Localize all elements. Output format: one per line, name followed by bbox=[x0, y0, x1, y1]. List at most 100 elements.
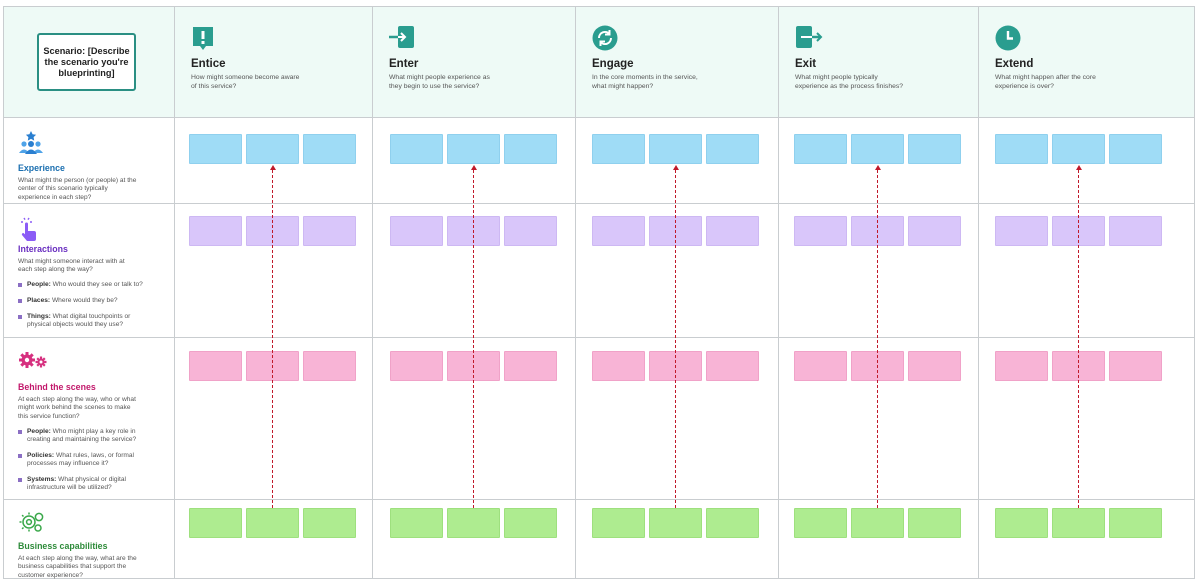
bullet-item: People: Who might play a key role in cre… bbox=[18, 428, 148, 445]
capability-card[interactable] bbox=[706, 508, 759, 538]
behind-scenes-card[interactable] bbox=[794, 351, 847, 381]
behind-scenes-card[interactable] bbox=[995, 351, 1048, 381]
lane-interactions: Interactions What might someone interact… bbox=[4, 204, 172, 337]
stage-title: Engage bbox=[592, 58, 634, 70]
stage-description: What might happen after the core experie… bbox=[995, 74, 1096, 90]
arrow-head bbox=[874, 165, 881, 170]
experience-card[interactable] bbox=[851, 134, 904, 164]
interaction-card[interactable] bbox=[908, 216, 961, 246]
experience-card[interactable] bbox=[592, 134, 645, 164]
capability-card[interactable] bbox=[246, 508, 299, 538]
dependency-arrow bbox=[1078, 170, 1079, 508]
row-divider bbox=[4, 203, 1194, 204]
experience-card[interactable] bbox=[246, 134, 299, 164]
row-divider bbox=[4, 499, 1194, 500]
capability-card[interactable] bbox=[851, 508, 904, 538]
experience-card[interactable] bbox=[1052, 134, 1105, 164]
capabilities-icon bbox=[18, 510, 46, 539]
stage-exit: Exit What might people typically experie… bbox=[780, 7, 977, 117]
stage-engage: Engage In the core moments in the servic… bbox=[577, 7, 777, 117]
capability-card[interactable] bbox=[592, 508, 645, 538]
interaction-card[interactable] bbox=[504, 216, 557, 246]
bullet-item: Things: What digital touchpoints or phys… bbox=[18, 313, 143, 330]
exclamation-icon bbox=[191, 25, 215, 50]
refresh-icon bbox=[592, 25, 618, 51]
capability-card[interactable] bbox=[794, 508, 847, 538]
behind-scenes-card[interactable] bbox=[390, 351, 443, 381]
arrow-head bbox=[269, 165, 276, 170]
header-row bbox=[4, 7, 1194, 118]
stage-enter: Enter What might people experience as th… bbox=[374, 7, 574, 117]
experience-card[interactable] bbox=[794, 134, 847, 164]
exit-icon bbox=[795, 25, 823, 49]
capability-card[interactable] bbox=[390, 508, 443, 538]
experience-card[interactable] bbox=[995, 134, 1048, 164]
experience-card[interactable] bbox=[908, 134, 961, 164]
lane-business-capabilities: Business capabilities At each step along… bbox=[4, 500, 172, 579]
gears-icon bbox=[18, 351, 48, 376]
tap-hand-icon bbox=[18, 216, 40, 247]
interaction-card[interactable] bbox=[592, 216, 645, 246]
stage-description: What might people experience as they beg… bbox=[389, 74, 490, 90]
column-divider bbox=[978, 7, 979, 578]
interaction-card[interactable] bbox=[995, 216, 1048, 246]
lane-experience: Experience What might the person (or peo… bbox=[4, 119, 172, 203]
column-divider bbox=[575, 7, 576, 578]
interaction-card[interactable] bbox=[303, 216, 356, 246]
capability-card[interactable] bbox=[908, 508, 961, 538]
capability-card[interactable] bbox=[1109, 508, 1162, 538]
capability-card[interactable] bbox=[504, 508, 557, 538]
experience-card[interactable] bbox=[649, 134, 702, 164]
interaction-card[interactable] bbox=[189, 216, 242, 246]
capability-card[interactable] bbox=[189, 508, 242, 538]
bullet-item: People: Who would they see or talk to? bbox=[18, 281, 148, 289]
bullet-item: Systems: What physical or digital infras… bbox=[18, 476, 143, 493]
column-divider bbox=[778, 7, 779, 578]
behind-scenes-card[interactable] bbox=[189, 351, 242, 381]
behind-scenes-card[interactable] bbox=[706, 351, 759, 381]
capability-card[interactable] bbox=[303, 508, 356, 538]
people-star-icon bbox=[18, 131, 44, 160]
lane-description: At each step along the way, who or what … bbox=[18, 396, 136, 420]
column-divider bbox=[174, 7, 175, 578]
interaction-card[interactable] bbox=[794, 216, 847, 246]
behind-scenes-card[interactable] bbox=[1109, 351, 1162, 381]
stage-entice: Entice How might someone become aware of… bbox=[176, 7, 372, 117]
bullet-item: Policies: What rules, laws, or formal pr… bbox=[18, 452, 148, 469]
stage-extend: Extend What might happen after the core … bbox=[980, 7, 1194, 117]
lane-title: Interactions bbox=[18, 244, 68, 254]
behind-scenes-card[interactable] bbox=[908, 351, 961, 381]
experience-card[interactable] bbox=[303, 134, 356, 164]
stage-description: In the core moments in the service, what… bbox=[592, 74, 698, 90]
experience-card[interactable] bbox=[504, 134, 557, 164]
lane-title: Behind the scenes bbox=[18, 382, 96, 392]
experience-card[interactable] bbox=[390, 134, 443, 164]
dependency-arrow bbox=[473, 170, 474, 508]
arrow-head bbox=[672, 165, 679, 170]
stage-description: What might people typically experience a… bbox=[795, 74, 904, 90]
stage-title: Exit bbox=[795, 58, 817, 70]
blueprint-grid: Scenario: [Describe the scenario you're … bbox=[3, 6, 1195, 579]
stage-description: How might someone become aware of this s… bbox=[191, 74, 300, 90]
interaction-card[interactable] bbox=[1109, 216, 1162, 246]
behind-scenes-card[interactable] bbox=[592, 351, 645, 381]
lane-description: What might the person (or people) at the… bbox=[18, 177, 137, 201]
arrow-head bbox=[1075, 165, 1082, 170]
capability-card[interactable] bbox=[995, 508, 1048, 538]
experience-card[interactable] bbox=[1109, 134, 1162, 164]
scenario-box[interactable]: Scenario: [Describe the scenario you're … bbox=[37, 33, 136, 91]
scenario-label: Scenario: [Describe the scenario you're … bbox=[43, 45, 130, 78]
behind-scenes-card[interactable] bbox=[303, 351, 356, 381]
arrow-head bbox=[470, 165, 477, 170]
capability-card[interactable] bbox=[447, 508, 500, 538]
column-divider bbox=[372, 7, 373, 578]
experience-card[interactable] bbox=[447, 134, 500, 164]
capability-card[interactable] bbox=[649, 508, 702, 538]
experience-card[interactable] bbox=[189, 134, 242, 164]
capability-card[interactable] bbox=[1052, 508, 1105, 538]
behind-scenes-card[interactable] bbox=[504, 351, 557, 381]
interaction-card[interactable] bbox=[390, 216, 443, 246]
interaction-card[interactable] bbox=[706, 216, 759, 246]
row-divider bbox=[4, 337, 1194, 338]
experience-card[interactable] bbox=[706, 134, 759, 164]
